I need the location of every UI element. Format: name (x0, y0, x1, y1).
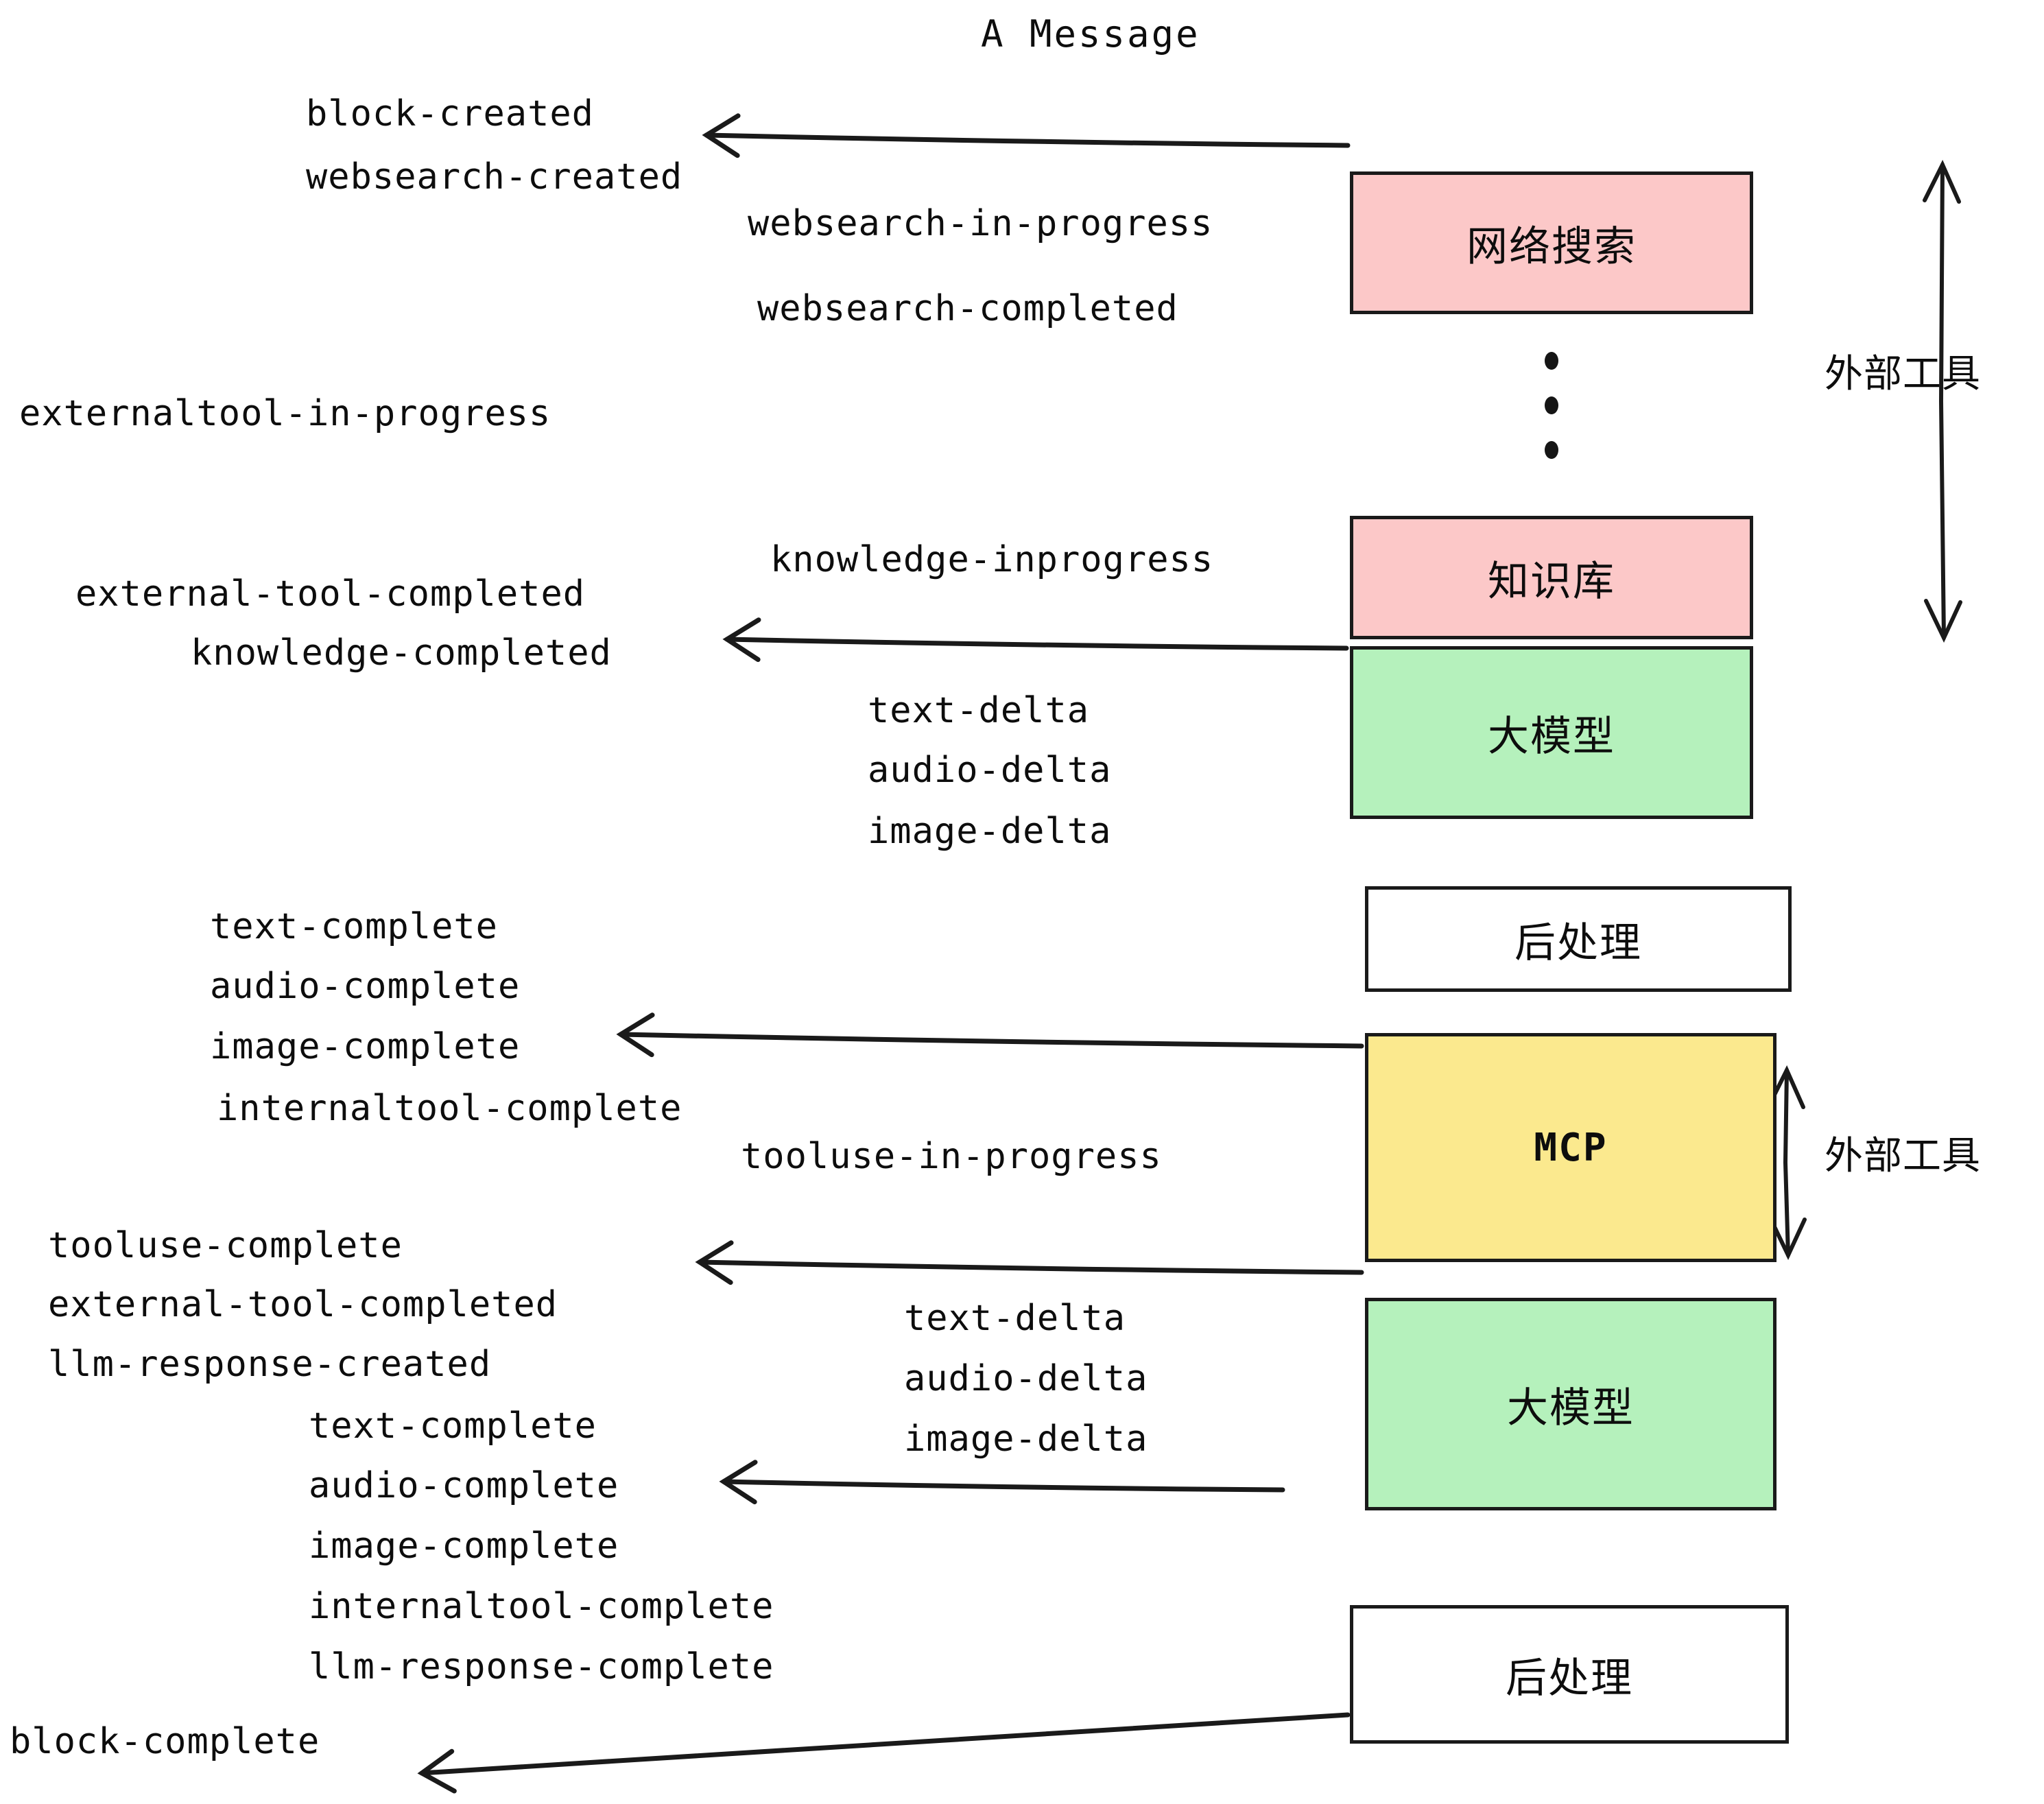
event-label-tooluse-in-progress: tooluse-in-progress (741, 1136, 1162, 1177)
event-label-internaltool-complete-2: internaltool-complete (309, 1586, 774, 1627)
node-box-llm-2: 大模型 (1365, 1298, 1776, 1510)
node-label-knowledge: 知识库 (1488, 557, 1615, 606)
flow-arrow-from-mcp-shaft (697, 1259, 1364, 1275)
event-label-audio-delta-1: audio-delta (868, 750, 1112, 791)
flow-arrow-from-websearch-shaft (704, 132, 1351, 148)
side-arrow-external-tool-upper-shaft (1938, 163, 1946, 640)
node-label-llm-2: 大模型 (1507, 1384, 1635, 1432)
side-label-external-tool-lower: 外部工具 (1825, 1134, 1981, 1178)
node-label-websearch: 网络搜索 (1466, 222, 1637, 271)
page-title: A Message (981, 12, 1200, 56)
event-label-image-delta-1: image-delta (868, 811, 1112, 852)
event-label-externaltool-in-progress: externaltool-in-progress (19, 393, 551, 434)
ellipsis-dot-3 (1545, 441, 1558, 459)
flow-arrow-from-postproc-1-shaft (618, 1032, 1364, 1049)
flow-arrow-from-postproc-2-head (417, 1748, 457, 1794)
event-label-tooluse-complete: tooluse-complete (48, 1225, 403, 1266)
event-label-websearch-created: websearch-created (306, 156, 683, 198)
event-label-block-complete: block-complete (10, 1721, 320, 1762)
node-label-mcp: MCP (1534, 1125, 1608, 1170)
node-label-postproc-2: 后处理 (1506, 1654, 1633, 1702)
side-arrow-external-tool-lower-shaft (1783, 1068, 1790, 1257)
node-box-postproc-1: 后处理 (1365, 886, 1792, 992)
flow-arrow-from-mcp-head (695, 1240, 734, 1285)
flow-arrow-from-knowledge-head (722, 617, 761, 663)
event-label-image-complete-2: image-complete (309, 1526, 619, 1567)
event-label-internaltool-complete-1: internaltool-complete (217, 1088, 682, 1129)
node-label-llm-1: 大模型 (1488, 712, 1615, 761)
node-box-postproc-2: 后处理 (1350, 1605, 1789, 1744)
flow-arrow-from-llm-2-shaft (721, 1479, 1285, 1493)
event-label-audio-complete-2: audio-complete (309, 1465, 619, 1506)
event-label-image-delta-2: image-delta (904, 1419, 1148, 1460)
event-label-text-complete-1: text-complete (210, 906, 498, 947)
event-label-knowledge-completed: knowledge-completed (191, 632, 612, 674)
flow-arrow-from-postproc-2-shaft (419, 1712, 1351, 1776)
event-label-external-tool-completed-1: external-tool-completed (75, 573, 586, 615)
event-label-text-complete-2: text-complete (309, 1405, 597, 1447)
side-arrow-external-tool-upper-head-up (1923, 159, 1961, 204)
event-label-llm-response-created: llm-response-created (48, 1344, 492, 1385)
event-label-knowledge-inprogress: knowledge-inprogress (770, 539, 1214, 580)
event-label-text-delta-2: text-delta (904, 1298, 1126, 1339)
event-label-llm-response-complete: llm-response-complete (309, 1646, 774, 1687)
event-label-websearch-completed: websearch-completed (757, 288, 1178, 329)
event-label-text-delta-1: text-delta (868, 690, 1090, 731)
node-box-llm-1: 大模型 (1350, 646, 1753, 819)
event-label-websearch-in-progress: websearch-in-progress (748, 203, 1213, 244)
flow-arrow-from-llm-2-head (719, 1460, 758, 1505)
node-box-mcp: MCP (1365, 1033, 1776, 1262)
ellipsis-dot-2 (1545, 396, 1558, 414)
event-label-external-tool-completed-2: external-tool-completed (48, 1284, 558, 1325)
side-label-external-tool-upper: 外部工具 (1825, 352, 1981, 396)
flow-arrow-from-knowledge-shaft (724, 637, 1349, 651)
event-label-audio-complete-1: audio-complete (210, 966, 521, 1007)
ellipsis-dot-1 (1545, 352, 1558, 370)
node-label-postproc-1: 后处理 (1514, 918, 1642, 967)
flow-arrow-from-websearch-head (702, 113, 741, 158)
event-label-audio-delta-2: audio-delta (904, 1358, 1148, 1399)
event-label-block-created: block-created (306, 93, 594, 134)
node-box-websearch: 网络搜索 (1350, 171, 1753, 314)
side-arrow-external-tool-upper-head-down (1924, 599, 1962, 643)
node-box-knowledge: 知识库 (1350, 516, 1753, 639)
event-label-image-complete-1: image-complete (210, 1026, 521, 1067)
flow-arrow-from-postproc-1-head (616, 1012, 655, 1058)
